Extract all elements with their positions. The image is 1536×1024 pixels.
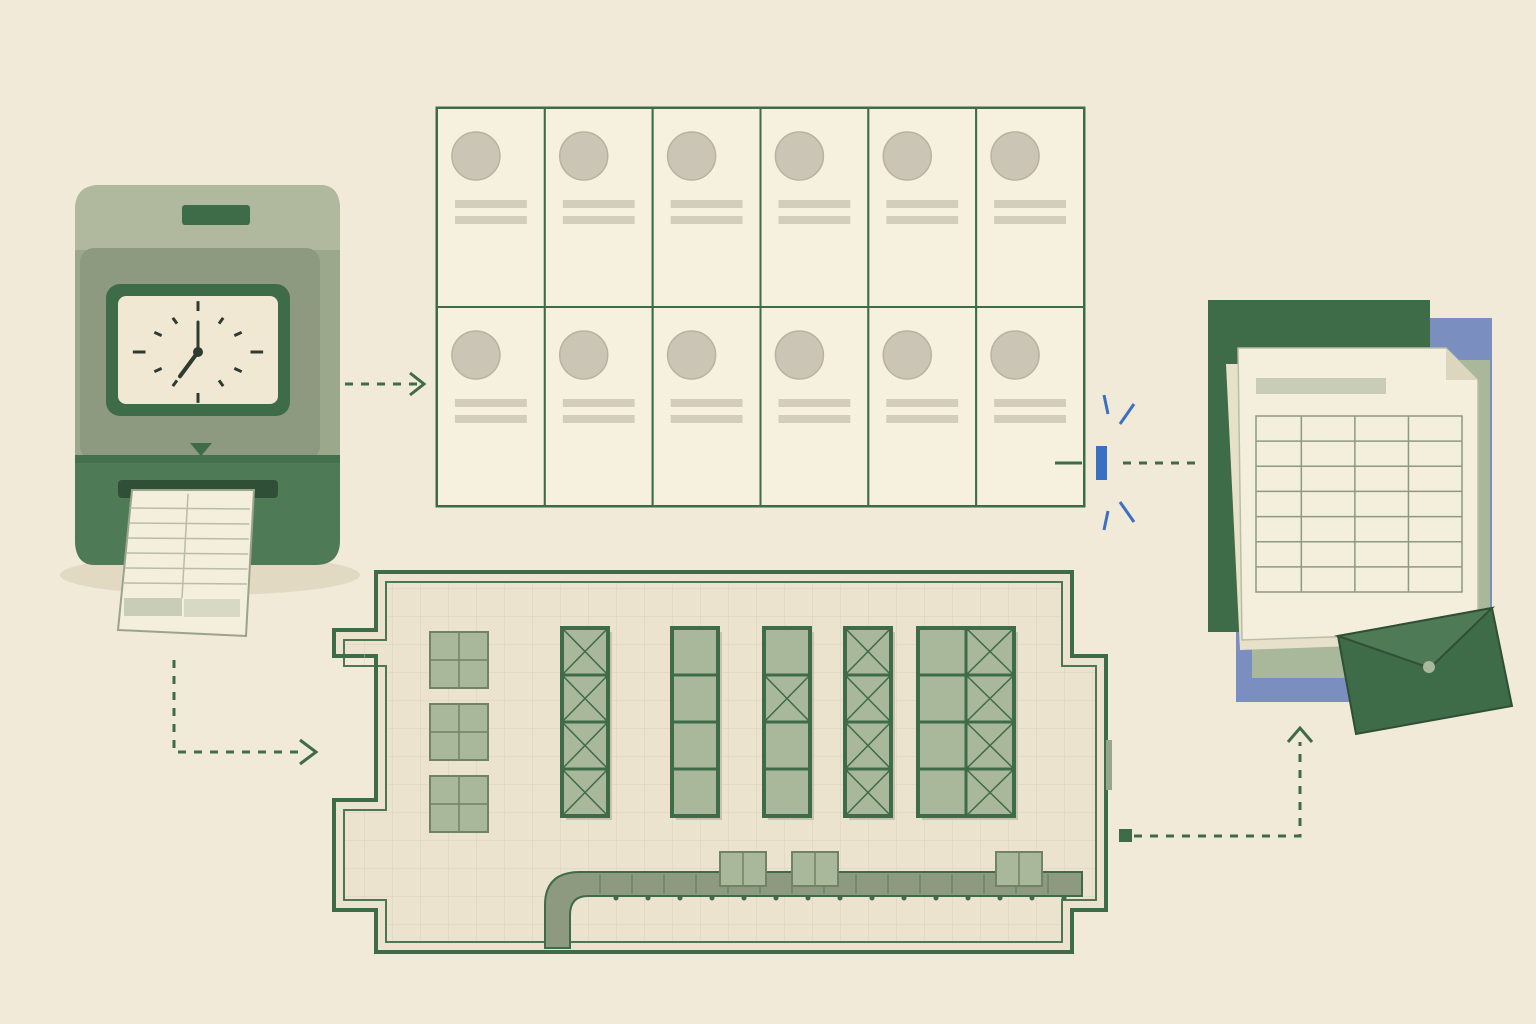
card-column-line: [181, 493, 189, 599]
envelope-icon: [1334, 606, 1514, 736]
avatar: [666, 330, 717, 380]
avatar: [559, 330, 609, 380]
document-stack-icon: [1208, 300, 1514, 736]
box-stack: [429, 631, 489, 689]
storage-rack: [843, 626, 895, 820]
clock-tick: [217, 379, 225, 387]
clock-tick: [171, 379, 179, 387]
storage-rack: [916, 626, 1018, 820]
connector-spark-icon: [1055, 394, 1200, 531]
name-placeholder: [994, 399, 1066, 407]
avatar: [882, 131, 932, 181]
employee-card: [436, 306, 546, 507]
conveyor-box: [719, 851, 767, 887]
storage-rack: [560, 626, 612, 820]
name-placeholder: [886, 399, 959, 407]
name-placeholder: [562, 200, 635, 208]
connector-clock-to-warehouse: [172, 660, 319, 766]
employee-card: [867, 306, 978, 507]
clock-tick: [233, 330, 243, 337]
employee-card: [975, 107, 1086, 308]
card-row-line: [123, 582, 248, 585]
avatar: [882, 330, 932, 380]
employee-card: [867, 107, 978, 308]
name-placeholder: [670, 399, 743, 407]
employee-card: [651, 306, 762, 507]
connector-warehouse-to-report: [1119, 725, 1314, 842]
avatar: [451, 131, 501, 181]
name-placeholder: [455, 200, 527, 208]
avatar: [774, 131, 825, 181]
box-stack: [429, 775, 489, 833]
clock-tick-marks: [132, 301, 264, 403]
employee-card: [975, 306, 1086, 507]
employee-card: [759, 107, 870, 308]
storage-rack: [670, 626, 722, 820]
time-clock-icon: [60, 185, 360, 638]
name-placeholder: [670, 200, 743, 208]
name-placeholder: [886, 200, 959, 208]
role-placeholder: [455, 216, 527, 224]
role-placeholder: [455, 415, 527, 423]
employee-card: [543, 107, 654, 308]
card-row-line: [125, 567, 248, 570]
card-row-line: [127, 537, 249, 540]
conveyor-belt: [544, 851, 1083, 949]
avatar: [451, 330, 501, 380]
role-placeholder: [562, 415, 635, 423]
employee-card: [543, 306, 654, 507]
conveyor-box: [995, 851, 1043, 887]
clock-tick: [153, 367, 163, 374]
name-placeholder: [778, 399, 851, 407]
avatar: [990, 330, 1040, 380]
connector-clock-to-roster: [345, 371, 427, 397]
card-row-line: [129, 507, 251, 510]
name-placeholder: [778, 200, 851, 208]
conveyor-box: [791, 851, 839, 887]
role-placeholder: [778, 415, 851, 423]
storage-rack: [762, 626, 814, 820]
avatar: [666, 131, 717, 181]
card-row-line: [128, 522, 250, 525]
clock-hour-hand: [178, 350, 200, 379]
avatar: [559, 131, 609, 181]
employee-card: [759, 306, 870, 507]
role-placeholder: [670, 216, 743, 224]
clock-tick: [233, 367, 243, 374]
card-row-line: [126, 552, 249, 555]
name-placeholder: [455, 399, 527, 407]
employee-card: [436, 107, 546, 308]
role-placeholder: [886, 216, 959, 224]
role-placeholder: [562, 216, 635, 224]
name-placeholder: [994, 200, 1066, 208]
name-placeholder: [562, 399, 635, 407]
report-table-frame: [1255, 415, 1463, 593]
role-placeholder: [994, 415, 1066, 423]
box-stack: [429, 703, 489, 761]
warehouse-floorplan-icon: [332, 570, 1112, 954]
employee-card: [651, 107, 762, 308]
avatar: [774, 330, 825, 380]
role-placeholder: [994, 216, 1066, 224]
punch-card-icon: [116, 489, 256, 638]
clock-tick: [217, 317, 225, 325]
clock-tick: [153, 330, 163, 337]
role-placeholder: [886, 415, 959, 423]
employee-roster-icon: [435, 106, 1086, 508]
role-placeholder: [670, 415, 743, 423]
role-placeholder: [778, 216, 851, 224]
clock-tick: [171, 317, 179, 325]
avatar: [990, 131, 1040, 181]
